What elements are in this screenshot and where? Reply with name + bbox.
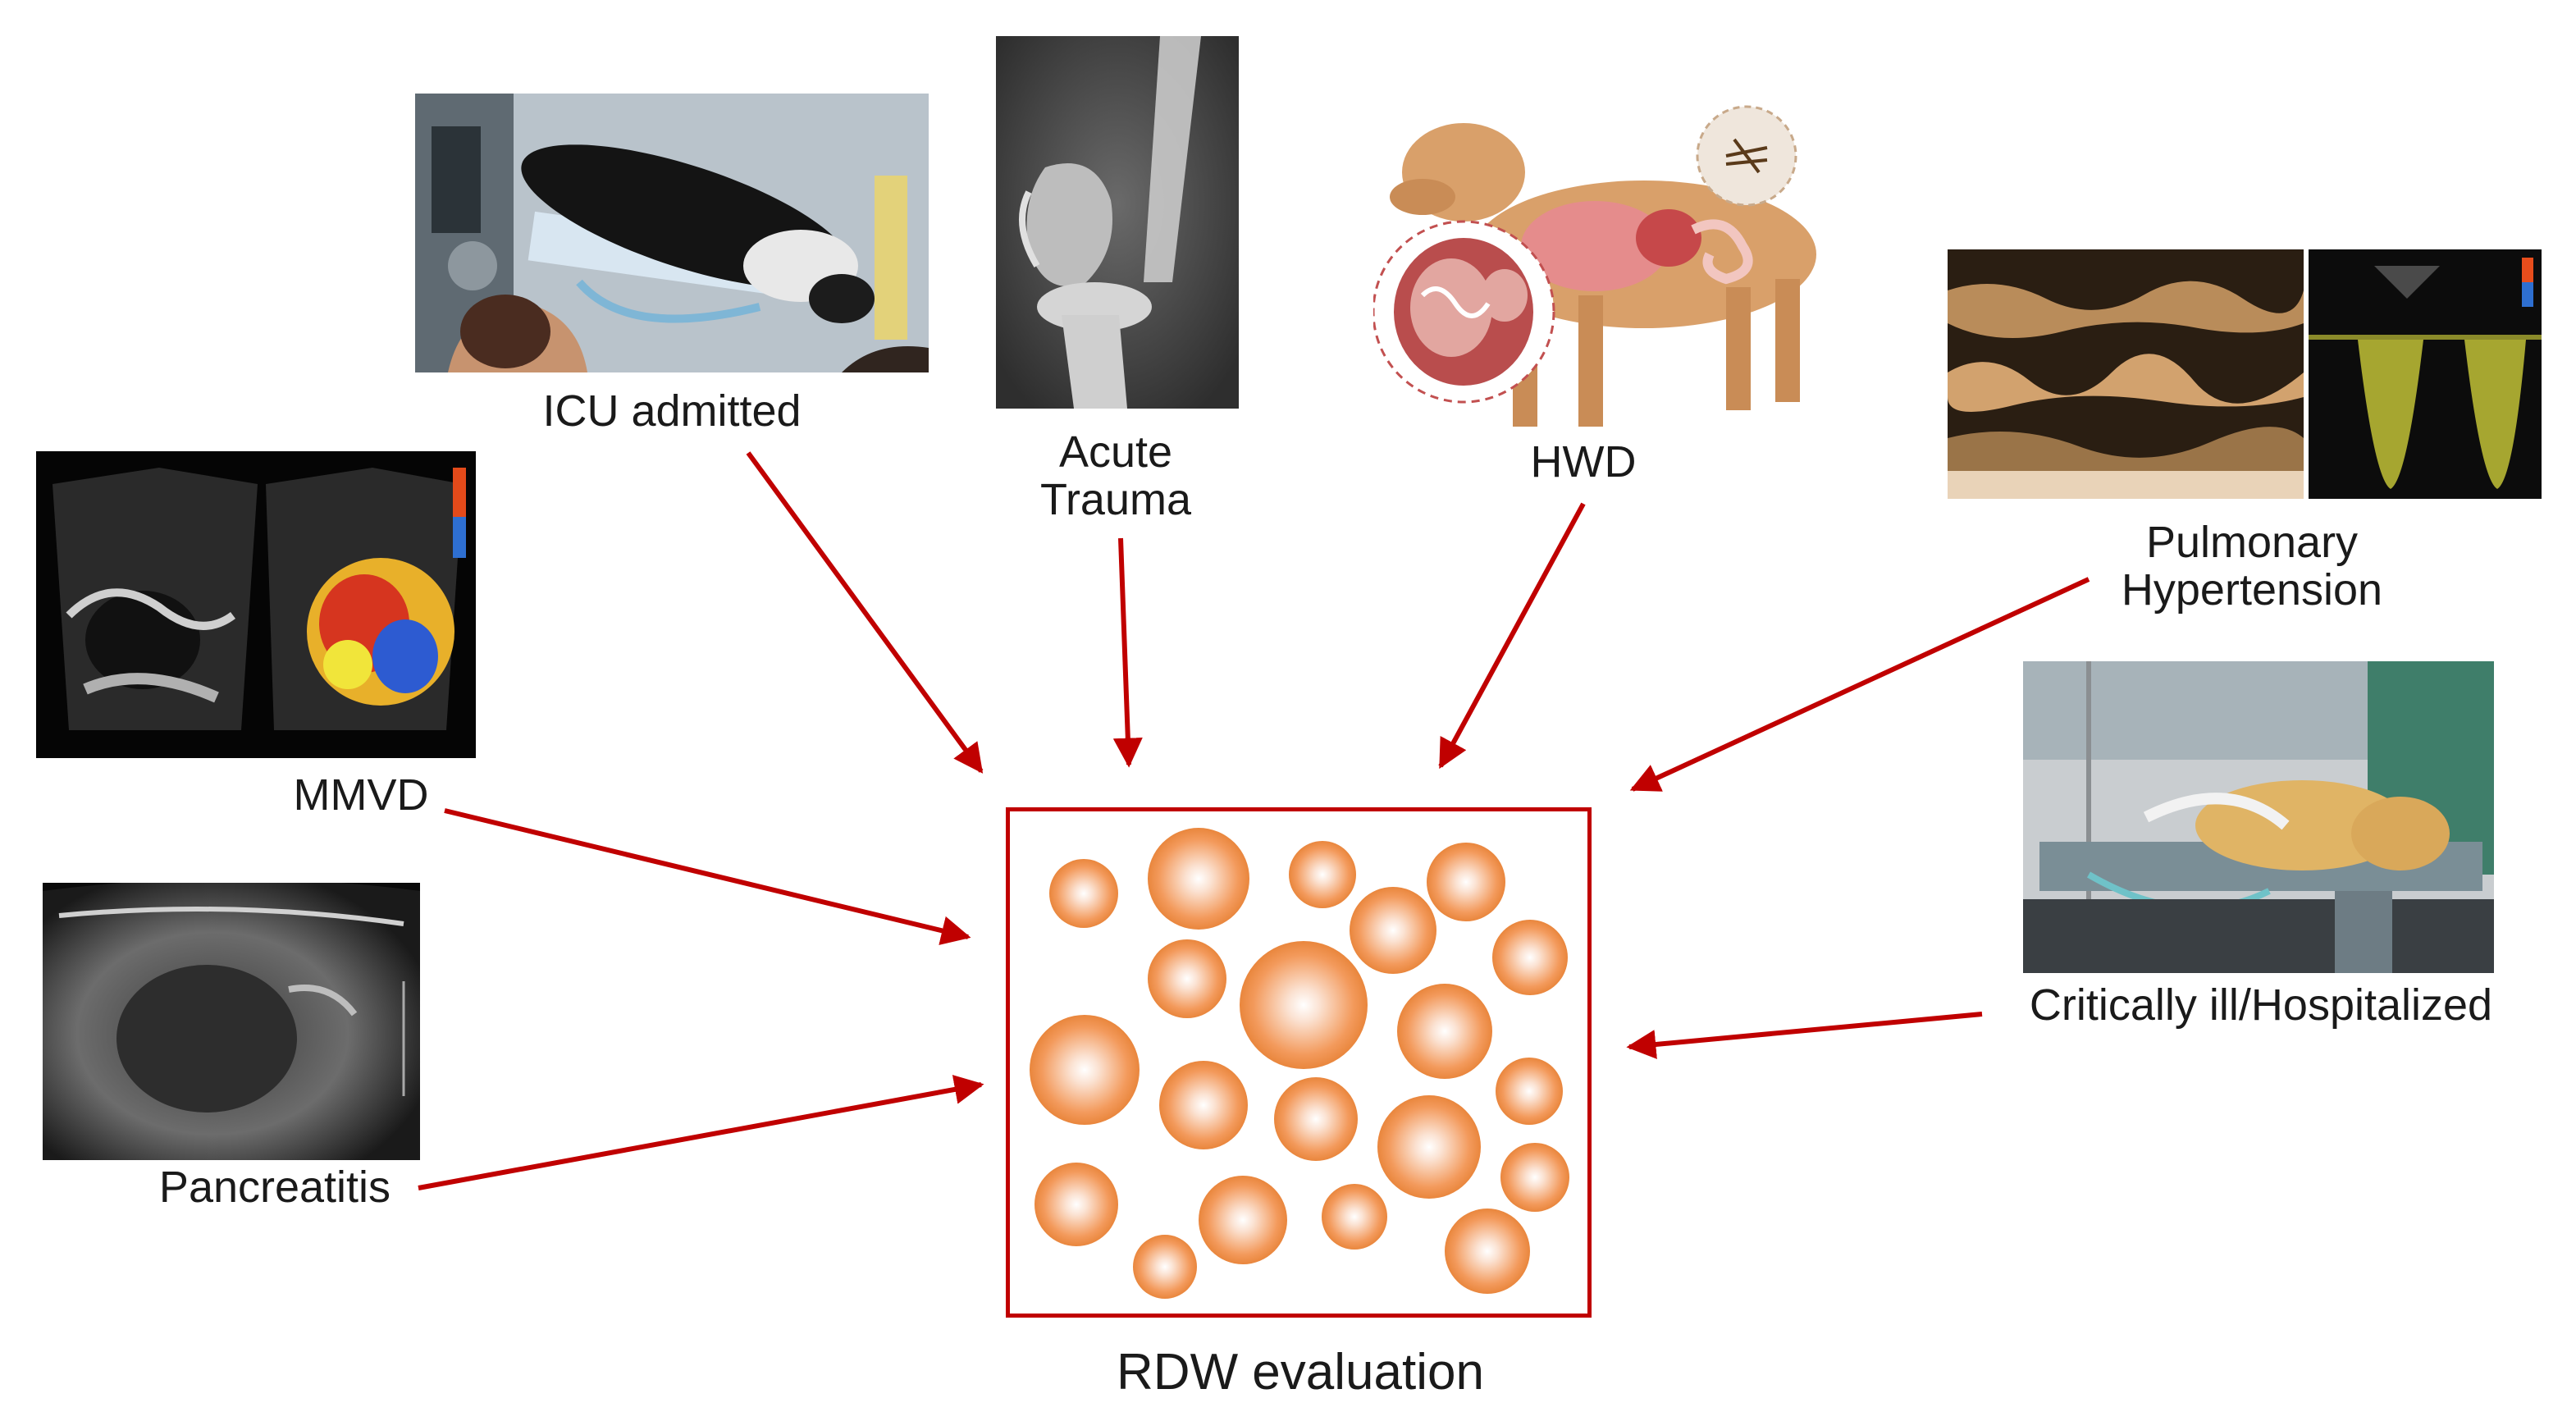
label-rdw-evaluation: RDW evaluation	[1117, 1344, 1484, 1400]
red-cell	[1496, 1058, 1563, 1125]
red-cell	[1350, 887, 1436, 974]
rdw-evaluation-box	[1006, 807, 1592, 1318]
arrow-mmvd	[444, 808, 971, 945]
red-cell	[1274, 1077, 1358, 1161]
red-cell	[1427, 843, 1505, 921]
mmvd-echo	[36, 451, 476, 758]
pulmonary-hypertension-echo	[1948, 249, 2542, 499]
label-mmvd: MMVD	[293, 770, 429, 820]
red-cell	[1397, 984, 1492, 1079]
red-cell	[1240, 941, 1368, 1069]
pancreatitis-ultrasound	[43, 883, 420, 1160]
label-pancreatitis: Pancreatitis	[158, 1163, 391, 1212]
red-cell	[1148, 828, 1249, 930]
red-cell	[1049, 859, 1118, 928]
label-hwd: HWD	[1530, 437, 1637, 487]
arrow-pulmonary-hypertension	[1629, 577, 2090, 792]
arrow-hwd	[1438, 502, 1586, 770]
red-cell	[1289, 841, 1356, 908]
red-cell	[1030, 1015, 1140, 1125]
critically-ill-photo	[2023, 661, 2494, 973]
red-cell	[1377, 1095, 1481, 1199]
arrow-icu	[746, 451, 984, 774]
red-cell	[1133, 1235, 1197, 1299]
xray-image	[996, 36, 1239, 409]
hwd-illustration	[1373, 82, 1857, 443]
icu-photo	[415, 94, 929, 372]
red-cell	[1159, 1061, 1248, 1149]
red-cell	[1035, 1163, 1118, 1246]
red-cell	[1492, 920, 1568, 995]
label-critically-ill-hospitalized: Critically ill/Hospitalized	[2029, 980, 2493, 1030]
red-cell	[1500, 1143, 1569, 1212]
arrow-pancreatitis	[418, 1075, 984, 1190]
label-acute-trauma: Acute Trauma	[1039, 427, 1192, 524]
red-cell	[1445, 1209, 1530, 1294]
label-pulmonary-hypertension: Pulmonary Hypertension	[2121, 518, 2383, 615]
label-icu-admitted: ICU admitted	[542, 386, 802, 436]
arrow-trauma	[1112, 537, 1143, 768]
red-cell	[1322, 1184, 1387, 1250]
red-cell	[1199, 1176, 1287, 1264]
red-cell	[1148, 939, 1226, 1018]
arrow-critically-ill	[1626, 1012, 1983, 1059]
